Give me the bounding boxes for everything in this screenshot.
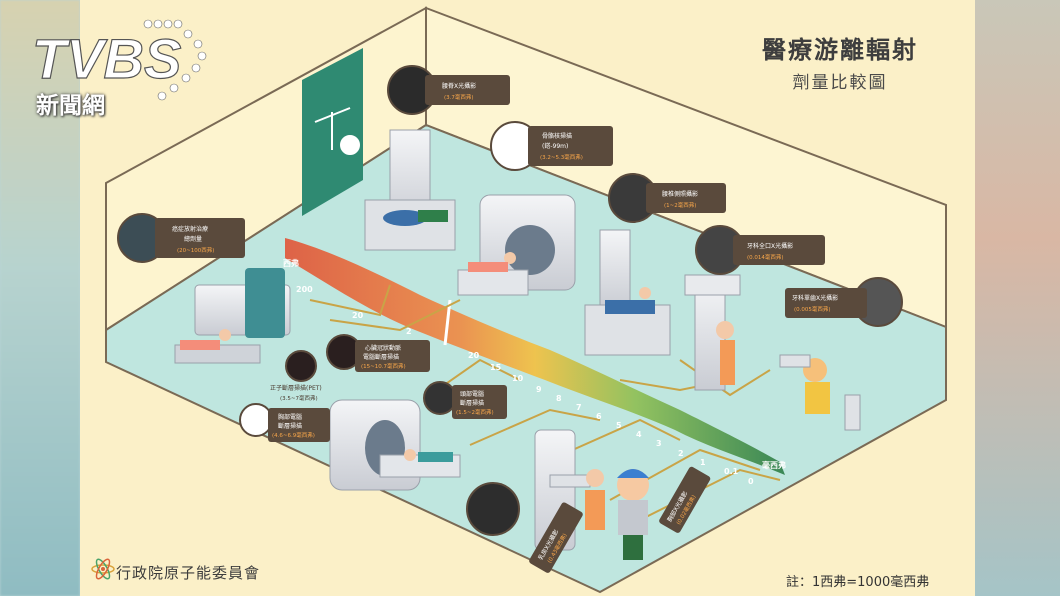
- tvbs-logo-text: 新聞網: [36, 93, 105, 119]
- procedure-dose: (3.5~7毫西弗): [280, 394, 318, 402]
- dose-ribbon: [285, 238, 785, 475]
- ms-tick: 1: [700, 458, 706, 467]
- procedure-sub: 斷層掃描: [460, 399, 484, 407]
- radiotherapy-machine: [174, 268, 291, 364]
- publisher-name: 行政院原子能委員會: [116, 564, 261, 582]
- label-pet: 正子斷層掃描(PET) (3.5~7毫西弗): [270, 350, 322, 402]
- sievert-scale-ticks: 西弗 200 20 2: [283, 258, 412, 336]
- infographic-poster: 西弗 200 20 2 20 15 10 9 8 7 6 5 4 3 2 1 0…: [80, 0, 975, 596]
- procedure-dose: (1.5~2毫西弗): [456, 408, 494, 416]
- procedure-name: 腰脊X光攝影: [442, 82, 476, 90]
- dental-panoramic-machine: [684, 274, 741, 391]
- procedure-name: 牙科單齒X光攝影: [792, 294, 838, 302]
- procedure-dose: (0.005毫西弗): [794, 305, 831, 313]
- balance-scale-icon: [314, 107, 360, 155]
- label-head-ct: 頭部電腦 斷層掃描 (1.5~2毫西弗): [423, 381, 507, 419]
- procedure-name: 頭部電腦: [460, 390, 484, 398]
- ms-tick: 0: [748, 477, 754, 486]
- ms-tick: 0.1: [724, 467, 739, 476]
- blurred-left-margin: [0, 0, 80, 596]
- procedure-dose: (0.014毫西弗): [747, 253, 784, 261]
- tvbs-logo-letters: TVBS: [32, 27, 181, 90]
- scale-unit-millisievert: 毫西弗: [762, 460, 786, 470]
- procedure-dose: (3.7毫西弗): [444, 93, 474, 101]
- tvbs-logo: TVBS: [31, 19, 207, 101]
- label-dental-single: 牙科單齒X光攝影 (0.005毫西弗): [785, 277, 903, 327]
- poster-subtitle: 劑量比較圖: [792, 73, 888, 93]
- ms-tick: 2: [678, 449, 684, 458]
- procedure-name: 骨骼核掃描: [542, 132, 572, 140]
- ms-tick: 20: [468, 351, 480, 360]
- spine-xray-machine: [364, 129, 456, 251]
- ms-tick: 5: [616, 421, 622, 430]
- sievert-tick: 200: [296, 285, 313, 294]
- room-scene: 西弗 200 20 2 20 15 10 9 8 7 6 5 4 3 2 1 0…: [105, 6, 947, 594]
- unit-note: 註：1西弗=1000毫西弗: [786, 575, 930, 590]
- label-radiotherapy: 癌症放射治療 總劑量 (20~100西弗): [117, 213, 245, 263]
- ms-tick: 10: [512, 374, 524, 383]
- procedure-dose: (20~100西弗): [177, 246, 214, 254]
- label-spine-xray: 腰脊X光攝影 (3.7毫西弗): [387, 65, 510, 115]
- procedure-name: 心臟冠狀動脈: [365, 344, 401, 352]
- leader-lines: [309, 284, 781, 521]
- poster-title: 醫療游離輻射: [762, 36, 918, 64]
- scale-unit-sievert: 西弗: [283, 258, 299, 268]
- ms-tick: 4: [636, 430, 642, 439]
- millisievert-scale-ticks: 20 15 10 9 8 7 6 5 4 3 2 1 0.1 0 毫西弗: [468, 351, 786, 486]
- label-lateral-spine: 腰椎側照攝影 (1~2毫西弗): [608, 173, 726, 223]
- label-cardiac-ct: 心臟冠狀動脈 電腦斷層掃描 (15~10.7毫西弗): [326, 334, 430, 372]
- bone-scan-machine: [457, 194, 576, 296]
- procedure-sub: (鎝-99m): [542, 142, 568, 150]
- label-dental-panoramic: 牙科全口X光攝影 (0.014毫西弗): [695, 225, 825, 275]
- lateral-spine-xray-machine: [584, 229, 671, 356]
- label-bone-scan: 骨骼核掃描 (鎝-99m) (3.2~5.3毫西弗): [490, 121, 613, 171]
- ms-tick: 8: [556, 394, 562, 403]
- procedure-sub: 電腦斷層掃描: [363, 353, 399, 361]
- procedure-name: 牙科全口X光攝影: [747, 242, 793, 250]
- ms-tick: 15: [490, 363, 502, 372]
- procedure-name: 癌症放射治療: [172, 225, 208, 233]
- procedure-sub: 斷層掃描: [278, 422, 302, 430]
- ms-tick: 7: [576, 403, 582, 412]
- procedure-dose: (15~10.7毫西弗): [361, 362, 406, 370]
- procedure-name: 正子斷層掃描(PET): [270, 384, 322, 392]
- procedure-name: 胸部電腦: [278, 413, 302, 421]
- procedure-dose: (1~2毫西弗): [664, 201, 696, 209]
- chest-xray-patient: [617, 469, 649, 560]
- blurred-right-margin: [975, 0, 1060, 596]
- procedure-sub: 總劑量: [184, 235, 202, 243]
- label-chest-ct: 胸部電腦 斷層掃描 (4.6~6.9毫西弗): [239, 403, 330, 442]
- dental-intraoral-machine: [779, 354, 861, 431]
- procedure-name: 腰椎側照攝影: [662, 190, 698, 198]
- sievert-tick: 2: [406, 327, 412, 336]
- atomic-council-logo: [91, 558, 115, 580]
- procedure-dose: (4.6~6.9毫西弗): [272, 431, 315, 439]
- ms-tick: 6: [596, 412, 602, 421]
- ct-scanner: [329, 399, 461, 491]
- sievert-tick: 20: [352, 311, 364, 320]
- ms-tick: 3: [656, 439, 662, 448]
- procedure-dose: (3.2~5.3毫西弗): [540, 153, 583, 161]
- ms-tick: 9: [536, 385, 542, 394]
